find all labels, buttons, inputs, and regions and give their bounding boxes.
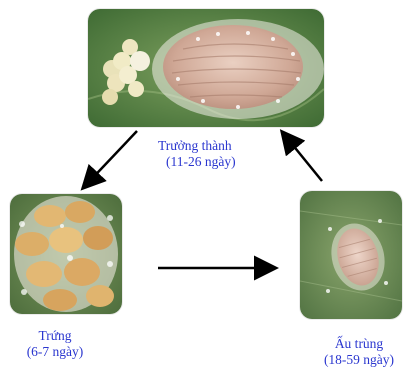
adult-stage-photo xyxy=(88,9,324,127)
nymph-image xyxy=(300,191,402,319)
adult-stage-duration: (11-26 ngày) xyxy=(158,154,236,170)
eggs-image xyxy=(10,194,122,314)
nymph-stage-name: Ấu trùng xyxy=(314,336,404,352)
egg-stage-duration: (6-7 ngày) xyxy=(26,344,84,360)
adult-mealybug-image xyxy=(88,9,324,127)
egg-stage-label: Trứng (6-7 ngày) xyxy=(26,328,84,360)
nymph-stage-duration: (18-59 ngày) xyxy=(314,352,404,368)
arrow-nymph-to-adult xyxy=(283,133,322,181)
adult-stage-name: Trưởng thành xyxy=(158,138,236,154)
arrow-adult-to-egg xyxy=(84,131,137,187)
adult-stage-label: Trưởng thành (11-26 ngày) xyxy=(158,138,236,170)
egg-stage-photo xyxy=(10,194,122,314)
nymph-stage-label: Ấu trùng (18-59 ngày) xyxy=(314,336,404,368)
nymph-stage-photo xyxy=(300,191,402,319)
egg-stage-name: Trứng xyxy=(26,328,84,344)
